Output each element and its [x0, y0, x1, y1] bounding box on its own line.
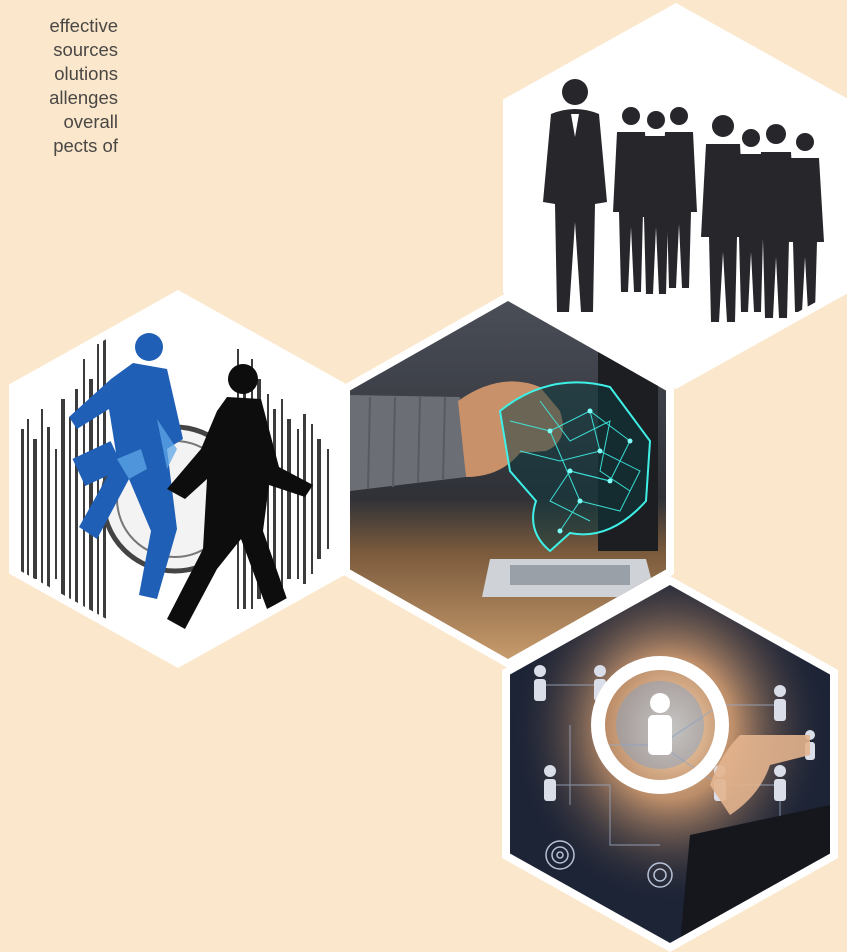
intro-line-1: effective: [49, 15, 118, 36]
business-people-image: [511, 12, 841, 380]
people-network-image: [510, 585, 830, 943]
intro-line-6: pects of: [53, 135, 118, 156]
running-businessmen-image: [17, 299, 339, 659]
business-people-silhouettes-icon: [511, 12, 841, 380]
intro-line-4: allenges: [49, 87, 118, 108]
intro-line-3: olutions: [54, 63, 118, 84]
running-businessmen-barcode-icon: [17, 299, 339, 659]
intro-text: effective sources olutions allenges over…: [0, 14, 118, 158]
people-network-touch-icon: [510, 585, 830, 943]
intro-line-2: sources: [53, 39, 118, 60]
intro-line-5: overall: [63, 111, 119, 132]
